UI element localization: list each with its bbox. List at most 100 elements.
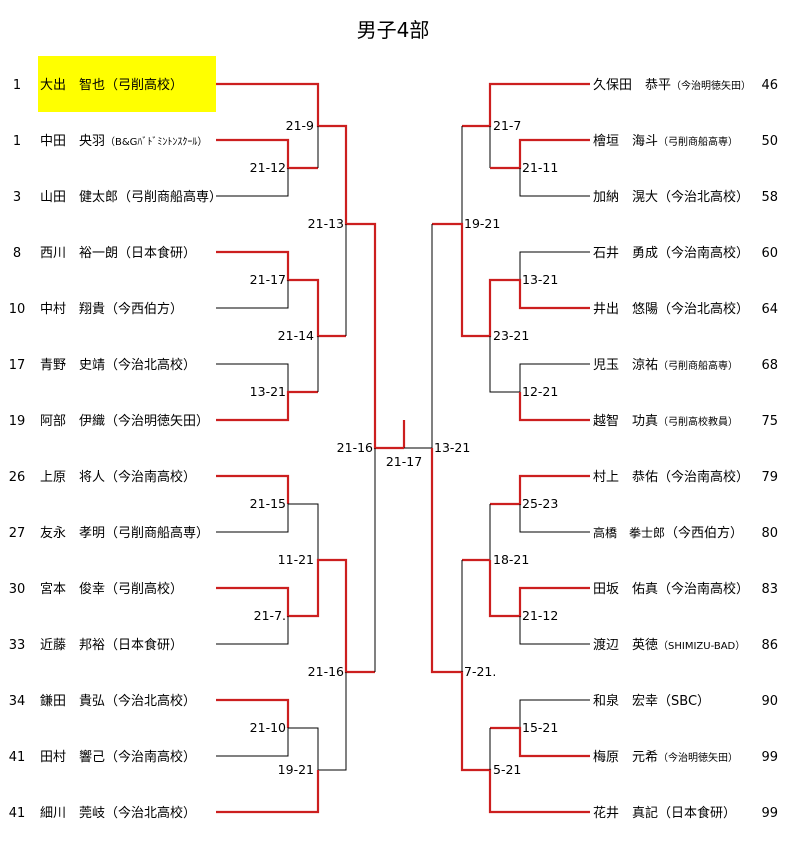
player-name: 加納 滉大（今治北高校） xyxy=(593,189,749,205)
player-team: （日本食研） xyxy=(118,245,196,261)
match-score: 13-21 xyxy=(522,272,558,287)
player-name-text: 山田 健太郎 xyxy=(40,190,118,205)
player-name: 宮本 俊幸（弓削高校） xyxy=(40,581,183,597)
player-name-text: 中田 央羽 xyxy=(40,134,105,149)
seed-number: 99 xyxy=(761,806,778,821)
seed-number: 64 xyxy=(761,302,778,317)
player-team: （弓削商船高専） xyxy=(658,359,738,372)
player-team: （弓削高校教員） xyxy=(658,415,738,428)
player-name-text: 渡辺 英徳 xyxy=(593,637,658,653)
seed-number: 17 xyxy=(9,358,26,373)
player-name: 花井 真記（日本食研） xyxy=(593,805,736,821)
player-name-text: 和泉 宏幸 xyxy=(593,693,658,709)
player-name: 細川 莞岐（今治北高校） xyxy=(40,805,196,821)
match-score: 21-7. xyxy=(254,608,286,623)
player-name: 石井 勇成（今治南高校） xyxy=(593,245,749,261)
match-score: 21-14 xyxy=(278,328,314,343)
player-name-text: 石井 勇成 xyxy=(593,246,658,261)
seed-number: 68 xyxy=(761,358,778,373)
seed-number: 26 xyxy=(9,470,26,485)
player-entry-left: 17 青野 史靖（今治北高校） xyxy=(9,357,196,373)
player-entry-right: 加納 滉大（今治北高校） 58 xyxy=(593,189,778,205)
player-name: 久保田 恭平（今治明徳矢田） xyxy=(593,78,751,93)
seed-number: 10 xyxy=(9,302,26,317)
player-entry-left: 8 西川 裕一朗（日本食研） xyxy=(13,245,196,261)
seed-number: 3 xyxy=(13,190,21,205)
player-entry-right: 児玉 涼祐（弓削商船高専） 68 xyxy=(593,358,778,373)
player-team: （弓削商船高専） xyxy=(105,525,209,541)
player-team: （今治明徳矢田） xyxy=(105,413,209,429)
seed-number: 19 xyxy=(9,414,26,429)
player-name-text: 村上 恭佑 xyxy=(593,470,658,485)
player-name-text: 児玉 涼祐 xyxy=(593,358,658,373)
match-score: 23-21 xyxy=(493,328,529,343)
match-score: 15-21 xyxy=(522,720,558,735)
match-score: 21-13 xyxy=(308,216,344,231)
player-team: （SBC） xyxy=(658,694,710,709)
seed-number: 79 xyxy=(761,470,778,485)
player-name-text: 中村 翔貴 xyxy=(40,302,105,317)
seed-number: 80 xyxy=(761,526,778,541)
player-name: 井出 悠陽（今治北高校） xyxy=(593,301,749,317)
player-name-text: 田村 響己 xyxy=(40,749,105,765)
match-score: 13-21 xyxy=(250,384,286,399)
player-name-text: 花井 真記 xyxy=(593,805,658,821)
seed-number: 30 xyxy=(9,582,26,597)
player-name: 青野 史靖（今治北高校） xyxy=(40,357,196,373)
match-score: 19-21 xyxy=(278,762,314,777)
player-name: 上原 将人（今治南高校） xyxy=(40,469,196,485)
player-entry-left: 3 山田 健太郎（弓削商船高専） xyxy=(13,189,222,205)
seed-number: 86 xyxy=(761,638,778,653)
player-name: 中村 翔貴（今西伯方） xyxy=(40,301,183,317)
player-name-text: 細川 莞岐 xyxy=(40,806,105,821)
match-score: 19-21 xyxy=(464,216,500,231)
player-name-text: 加納 滉大 xyxy=(593,189,658,205)
match-score: 21-16 xyxy=(308,664,344,679)
player-team: （弓削高校） xyxy=(105,581,183,597)
player-name-text: 西川 裕一朗 xyxy=(40,246,118,261)
seed-number: 50 xyxy=(761,134,778,149)
seed-number: 83 xyxy=(761,582,778,597)
player-team: （弓削商船高専） xyxy=(658,135,738,148)
player-team: （今治南高校） xyxy=(105,469,196,485)
player-name-text: 宮本 俊幸 xyxy=(40,581,105,597)
player-name-text: 青野 史靖 xyxy=(40,358,105,373)
seed-number: 58 xyxy=(761,190,778,205)
player-entry-right: 村上 恭佑（今治南高校）79 xyxy=(593,469,778,485)
player-name: 和泉 宏幸（SBC） xyxy=(593,693,710,709)
player-name: 梅原 元希（今治明徳矢田） xyxy=(593,750,738,765)
player-team: （今治北高校） xyxy=(105,805,196,821)
player-name-text: 鎌田 貴弘 xyxy=(40,694,105,709)
match-score: 13-21 xyxy=(434,440,470,455)
player-team: （今治南高校） xyxy=(105,749,196,765)
seed-number: 99 xyxy=(761,750,778,765)
match-score: 25-23 xyxy=(522,496,558,511)
seed-number: 41 xyxy=(9,806,26,821)
player-name-text: 友永 孝明 xyxy=(40,525,105,541)
player-name: 児玉 涼祐（弓削商船高専） xyxy=(593,358,738,373)
match-score: 21-9 xyxy=(286,118,314,133)
player-name: 山田 健太郎（弓削商船高専） xyxy=(40,189,222,205)
seed-number: 46 xyxy=(761,78,778,93)
seed-number: 8 xyxy=(13,246,21,261)
seed-number: 33 xyxy=(9,638,26,653)
player-team: （弓削高校） xyxy=(105,77,183,93)
match-score: 21-16 xyxy=(337,440,373,455)
match-score: 21-17 xyxy=(386,454,422,469)
seed-number: 60 xyxy=(761,246,778,261)
player-team: （今治北高校） xyxy=(658,189,749,205)
player-name-text: 梅原 元希 xyxy=(593,750,658,765)
player-name: 田坂 佑真（今治南高校） xyxy=(593,581,749,597)
match-score: 5-21 xyxy=(493,762,521,777)
seed-number: 34 xyxy=(9,694,26,709)
player-entry-right: 高橋 拳士郎（今西伯方）80 xyxy=(593,525,778,541)
player-name: 檜垣 海斗（弓削商船高専） xyxy=(593,133,738,149)
match-score: 21-10 xyxy=(250,720,286,735)
winner-highlight xyxy=(38,56,216,112)
player-name: 友永 孝明（弓削商船高専） xyxy=(40,525,209,541)
player-team: （日本食研） xyxy=(658,805,736,821)
